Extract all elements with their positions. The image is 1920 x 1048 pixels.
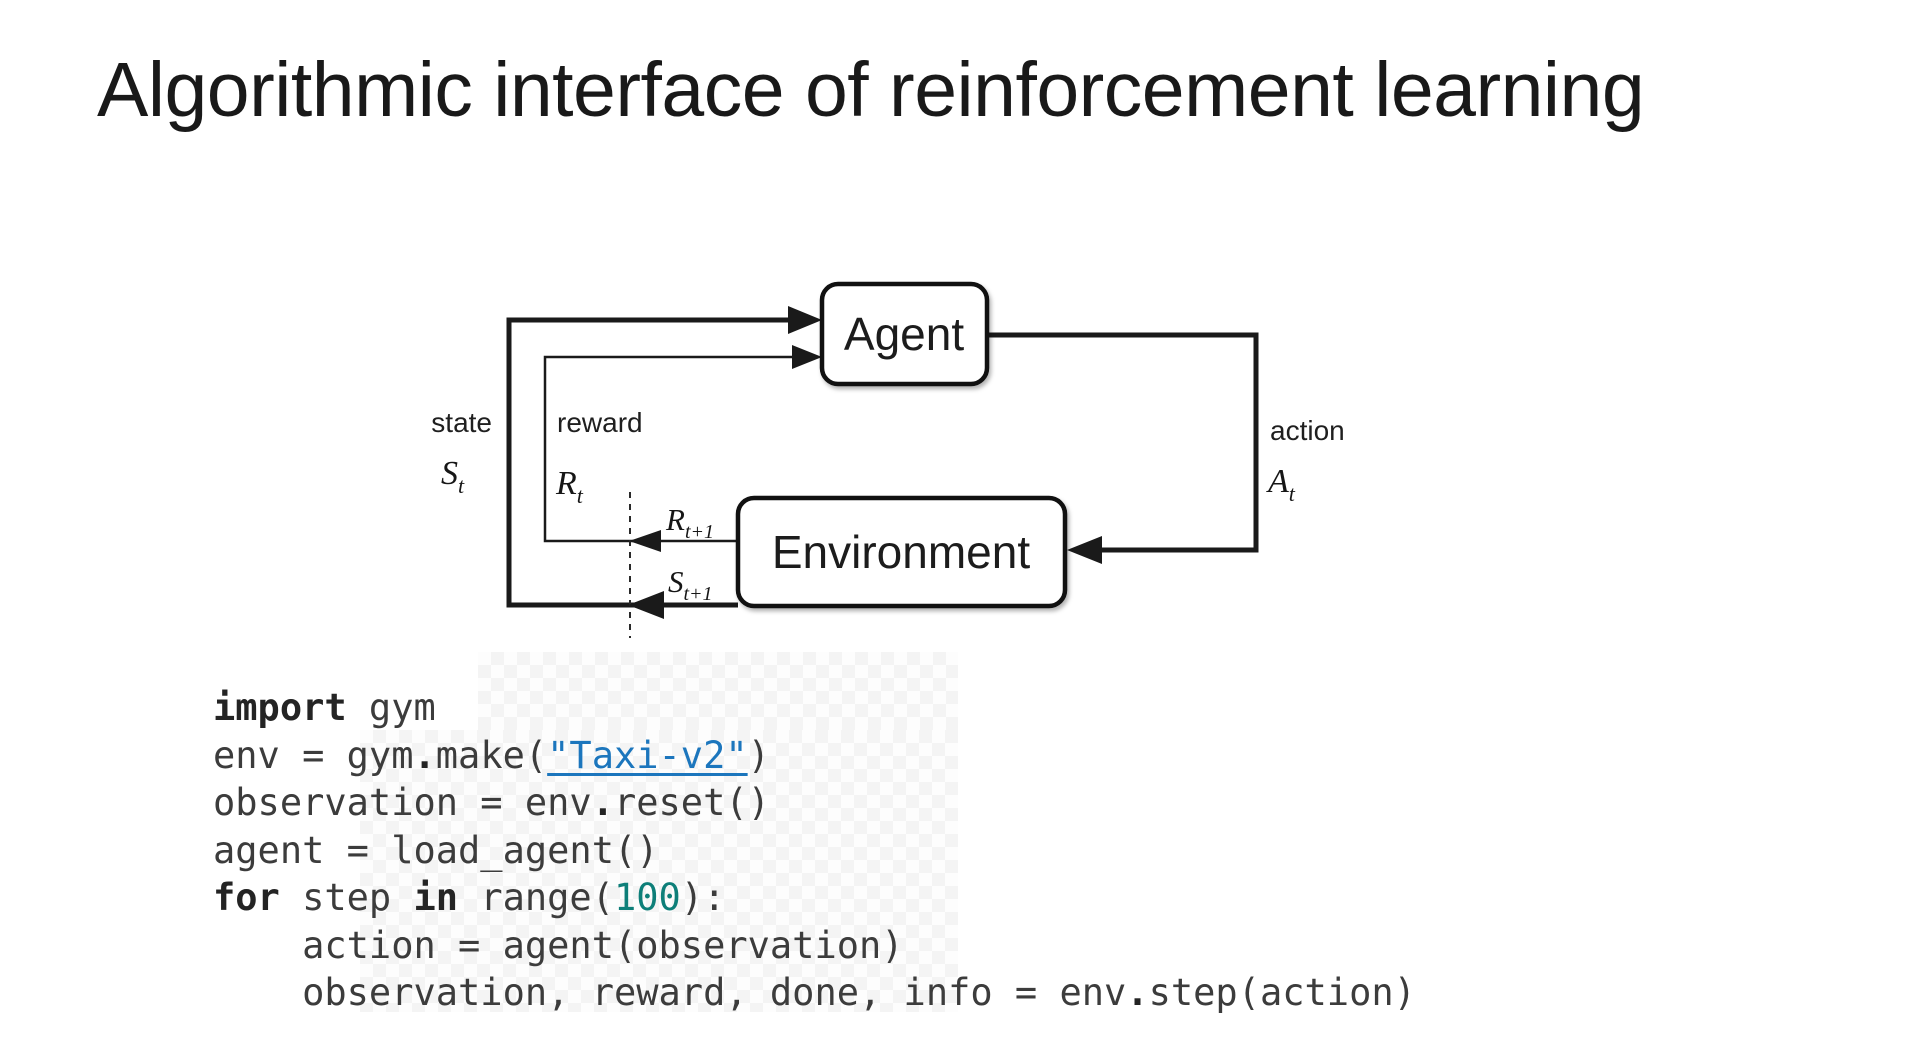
reward-label: reward (557, 407, 643, 438)
transparency-checkerboard (360, 730, 958, 1012)
environment-box (735, 495, 1068, 609)
code-token: step (279, 876, 414, 919)
code-token: env = gym (213, 733, 414, 777)
code-token: reset() (613, 781, 770, 824)
action-loop-line (987, 332, 1259, 553)
code-line: import gym (213, 684, 1416, 732)
code-token: . (1126, 971, 1149, 1014)
agent-box (819, 281, 990, 387)
code-line: agent = load_agent() (213, 827, 1416, 875)
environment-box-label: Environment (772, 526, 1030, 578)
code-token: . (413, 733, 436, 777)
code-line: observation = env.reset() (213, 779, 1416, 827)
code-token: gym (346, 686, 436, 729)
transparency-checkerboard (478, 652, 958, 730)
code-token: action = agent(observation) (213, 923, 904, 967)
code-token: range( (458, 876, 614, 919)
state-label: state (431, 407, 492, 438)
taxi-v2-link[interactable]: "Taxi-v2" (547, 733, 748, 777)
state-into-agent-arrowhead (788, 306, 822, 334)
next-state-symbol: St+1 (668, 564, 713, 605)
code-token: observation, reward, done, info = env (213, 971, 1127, 1014)
next-reward-arrowhead (629, 530, 661, 552)
code-token: make( (435, 733, 548, 777)
code-token: step(action) (1148, 971, 1416, 1014)
action-label: action (1270, 415, 1345, 446)
code-token: in (413, 876, 459, 919)
code-token: agent = load_agent() (213, 828, 659, 872)
code-line: env = gym.make("Taxi-v2") (213, 732, 1416, 780)
code-token: import (213, 686, 347, 729)
code-token: ): (680, 876, 726, 919)
code-token: . (591, 781, 614, 824)
reward-into-agent-arrowhead (792, 345, 822, 369)
action-into-environment-arrowhead (1067, 536, 1102, 564)
action-symbol: At (1266, 463, 1296, 506)
code-line: for step in range(100): (213, 874, 1416, 922)
state-symbol: St (441, 455, 465, 498)
page-title: Algorithmic interface of reinforcement l… (97, 47, 1645, 133)
state-loop-line (506, 317, 792, 608)
code-line: observation, reward, done, info = env.st… (213, 969, 1416, 1017)
code-line: action = agent(observation) (213, 922, 1416, 970)
code-token: 100 (613, 876, 681, 919)
agent-box-label: Agent (844, 308, 964, 360)
reward-symbol: Rt (555, 465, 584, 508)
code-token: ) (747, 733, 770, 777)
next-reward-symbol: Rt+1 (665, 502, 714, 543)
code-token: for (213, 876, 280, 919)
next-state-arrowhead (628, 591, 664, 619)
code-token: observation = env (213, 781, 592, 824)
